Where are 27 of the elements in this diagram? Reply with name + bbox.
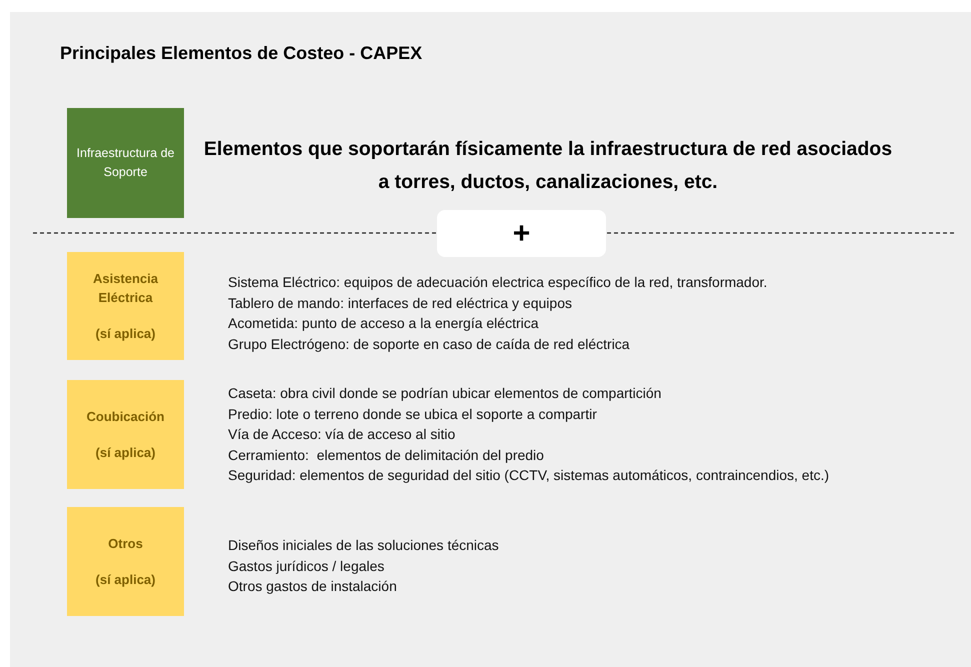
item-text: Tablero de mando: interfaces de red eléctrica y equipos [228, 294, 572, 312]
item-text: Diseños iniciales de las soluciones técnicas [228, 536, 499, 555]
category-box [67, 108, 184, 218]
title: Principales Elementos de Costeo - CAPEX [60, 43, 422, 64]
item-text: Grupo Electrógeno: de soporte en caso de caída de red eléctrica [228, 334, 630, 354]
plus-box [437, 210, 606, 257]
box-label: Infraestructura de Soporte [76, 145, 176, 181]
box-label: Asistencia Eléctrica [92, 270, 160, 308]
item-text: Predio: lote o terreno donde se ubica el soporte a compartir [228, 404, 597, 424]
item-text: Caseta: obra civil donde se podrían ubicar elementos de compartición [228, 384, 662, 403]
item-text: Otros gastos de instalación [228, 577, 397, 596]
category-box [67, 252, 184, 360]
box-label: + [512, 216, 530, 252]
box-label: Coubicación [86, 408, 164, 426]
description-text: Elementos que soportarán físicamente la infraestructura de red asociados a torres, ductos, canalizaciones, etc. [202, 137, 894, 195]
item-text: Acometida: punto de acceso a la energía eléctrica [228, 314, 539, 333]
box-label: Otros [108, 535, 143, 553]
box-label: (sí aplica) [96, 324, 156, 343]
item-text: Cerramiento: elementos de delimitación del predio [228, 446, 544, 464]
item-text: Gastos jurídicos / legales [228, 556, 384, 576]
item-text: Sistema Eléctrico: equipos de adecuación electrica específico de la red, transformador. [228, 273, 768, 292]
box-label: (sí aplica) [96, 570, 156, 589]
box-label: (sí aplica) [96, 444, 156, 462]
category-box [67, 507, 184, 616]
item-text: Vía de Acceso: vía de acceso al sitio [228, 425, 456, 444]
category-box [67, 380, 184, 489]
item-text: Seguridad: elementos de seguridad del sitio (CCTV, sistemas automáticos, contraincendios, etc.) [228, 466, 830, 485]
